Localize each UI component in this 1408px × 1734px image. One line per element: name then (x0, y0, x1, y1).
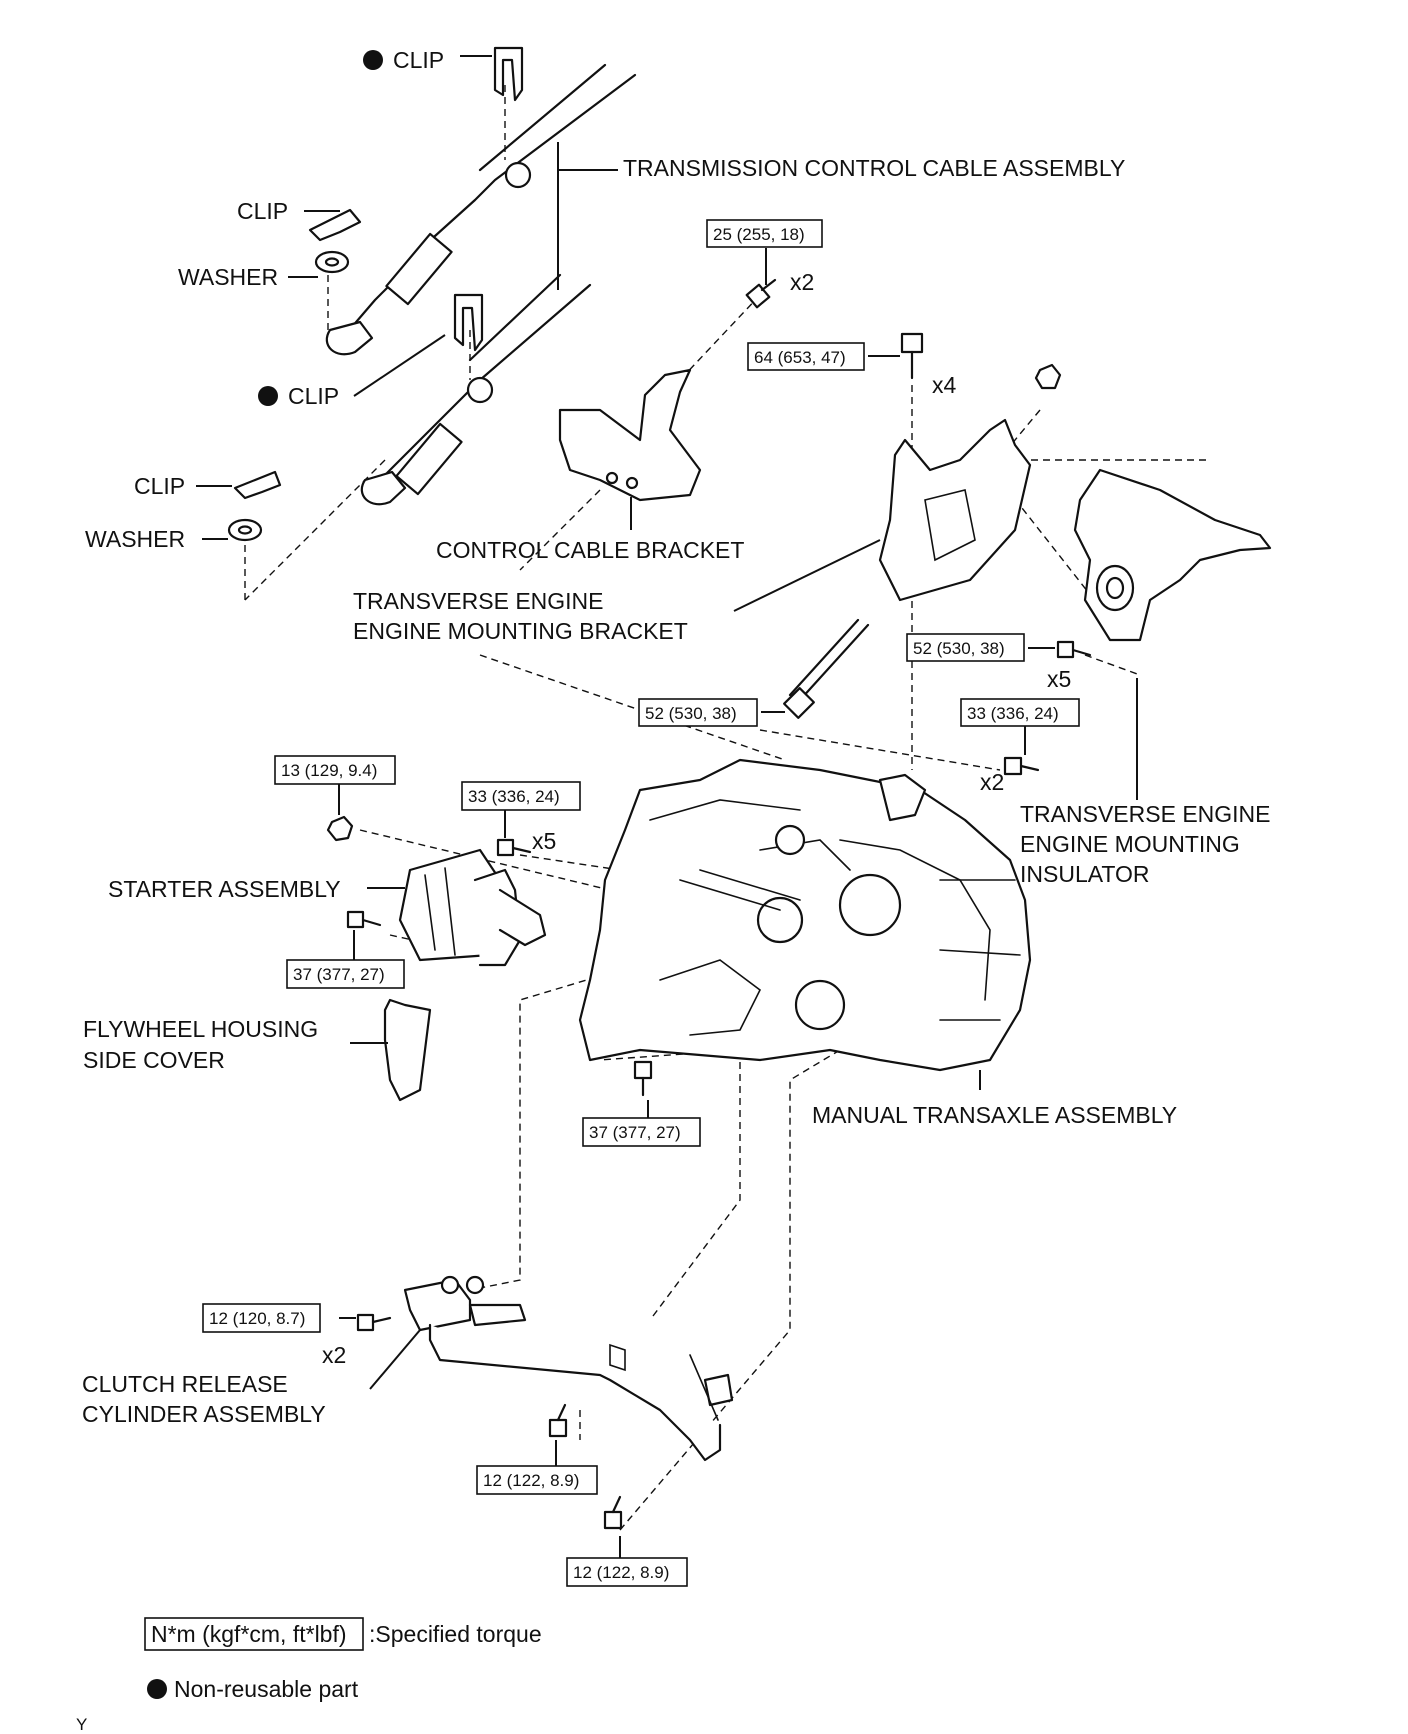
label-control-cable-bracket: CONTROL CABLE BRACKET (436, 537, 744, 563)
nut-13 (326, 815, 354, 842)
label-mounting-bracket-line2: ENGINE MOUNTING BRACKET (353, 618, 688, 644)
label-clutch-cylinder-line1: CLUTCH RELEASE (82, 1371, 288, 1397)
clip-lower-pin (233, 470, 282, 500)
label-flywheel-cover-line1: FLYWHEEL HOUSING (83, 1016, 318, 1042)
transverse-engine-mounting-bracket (878, 418, 1032, 602)
torque-52-bracket: 52 (530, 38) (645, 704, 737, 723)
bolt-37-starter (346, 910, 382, 929)
starter-assembly (398, 848, 547, 967)
bolt-37-bottom (633, 1060, 653, 1097)
qty-x5-insulator-bolt: x5 (1047, 666, 1071, 692)
leader-lines (196, 55, 1138, 1558)
quantity-marks: x2 x4 x5 x2 x5 x2 (322, 269, 1071, 1368)
torque-52-insulator: 52 (530, 38) (913, 639, 1005, 658)
legend-nonreusable-text: Non-reusable part (174, 1676, 359, 1702)
clip-upper-pin (308, 208, 362, 242)
nonreusable-dot-clip-mid (258, 386, 278, 406)
transverse-engine-mounting-insulator (1073, 468, 1272, 642)
label-mounting-insulator-line2: ENGINE MOUNTING (1020, 831, 1240, 857)
part-labels: CLIP TRANSMISSION CONTROL CABLE ASSEMBLY… (82, 47, 1271, 1427)
clip-mid (453, 293, 484, 352)
bolt-52-insulator (1056, 640, 1092, 659)
label-clip-mid-left: CLIP (237, 198, 288, 224)
torque-12-clamp-b: 12 (122, 8.9) (573, 1563, 669, 1582)
clip-top (493, 46, 524, 102)
manual-transaxle-assembly (578, 758, 1032, 1072)
nut-insulator (1034, 363, 1062, 390)
bolt-33-starter (496, 838, 532, 857)
long-through-bolt (783, 618, 870, 719)
label-manual-transaxle-assembly: MANUAL TRANSAXLE ASSEMBLY (812, 1102, 1177, 1128)
label-clutch-cylinder-line2: CYLINDER ASSEMBLY (82, 1401, 326, 1427)
corner-mark: Y (76, 1715, 87, 1734)
qty-x2-cylinder-bolt: x2 (322, 1342, 346, 1368)
torque-specs: 25 (255, 18) 64 (653, 47) 52 (530, 38) 5… (202, 219, 1080, 1587)
torque-37-starter: 37 (377, 27) (293, 965, 385, 984)
nonreusable-dot-clip-top (363, 50, 383, 70)
bolt-12-cylinder (356, 1313, 392, 1332)
label-mounting-insulator-line3: INSULATOR (1020, 861, 1150, 887)
label-mounting-bracket-line1: TRANSVERSE ENGINE (353, 588, 604, 614)
label-washer-lower: WASHER (85, 526, 185, 552)
torque-25: 25 (255, 18) (713, 225, 805, 244)
bolt-12-clamp-b (603, 1495, 623, 1530)
torque-33-left: 33 (336, 24) (468, 787, 560, 806)
torque-13: 13 (129, 9.4) (281, 761, 377, 780)
legend-torque-unit: N*m (kgf*cm, ft*lbf) (151, 1621, 347, 1647)
parts (227, 46, 1272, 1530)
legend-nonreusable-dot (147, 1679, 167, 1699)
torque-64: 64 (653, 47) (754, 348, 846, 367)
qty-x2-right-bolt: x2 (980, 769, 1004, 795)
torque-37-bottom: 37 (377, 27) (589, 1123, 681, 1142)
qty-x5-starter-bolt: x5 (532, 828, 556, 854)
legend: N*m (kgf*cm, ft*lbf) :Specified torque N… (144, 1617, 542, 1702)
label-clip-mid: CLIP (288, 383, 339, 409)
qty-x2-bracket-bolt: x2 (790, 269, 814, 295)
control-cable-bracket (558, 368, 702, 502)
bolt-25-bracket (745, 278, 777, 309)
label-washer-upper: WASHER (178, 264, 278, 290)
clutch-release-cylinder-assembly (403, 1275, 734, 1462)
torque-12-clamp-a: 12 (122, 8.9) (483, 1471, 579, 1490)
label-clip-top: CLIP (393, 47, 444, 73)
bolt-64-mount (900, 332, 924, 380)
torque-33-right: 33 (336, 24) (967, 704, 1059, 723)
legend-torque-text: :Specified torque (369, 1621, 542, 1647)
bolt-12-clamp-a (548, 1403, 568, 1438)
label-transmission-control-cable-assembly: TRANSMISSION CONTROL CABLE ASSEMBLY (623, 155, 1125, 181)
label-mounting-insulator-line1: TRANSVERSE ENGINE (1020, 801, 1271, 827)
label-clip-lower: CLIP (134, 473, 185, 499)
label-flywheel-cover-line2: SIDE COVER (83, 1047, 225, 1073)
label-starter-assembly: STARTER ASSEMBLY (108, 876, 341, 902)
flywheel-housing-side-cover (383, 998, 432, 1102)
qty-x4-mount-bolt: x4 (932, 372, 957, 398)
transmission-control-cable-assembly (325, 63, 637, 506)
bolt-33-right (1003, 756, 1040, 776)
torque-12-cylinder: 12 (120, 8.7) (209, 1309, 305, 1328)
